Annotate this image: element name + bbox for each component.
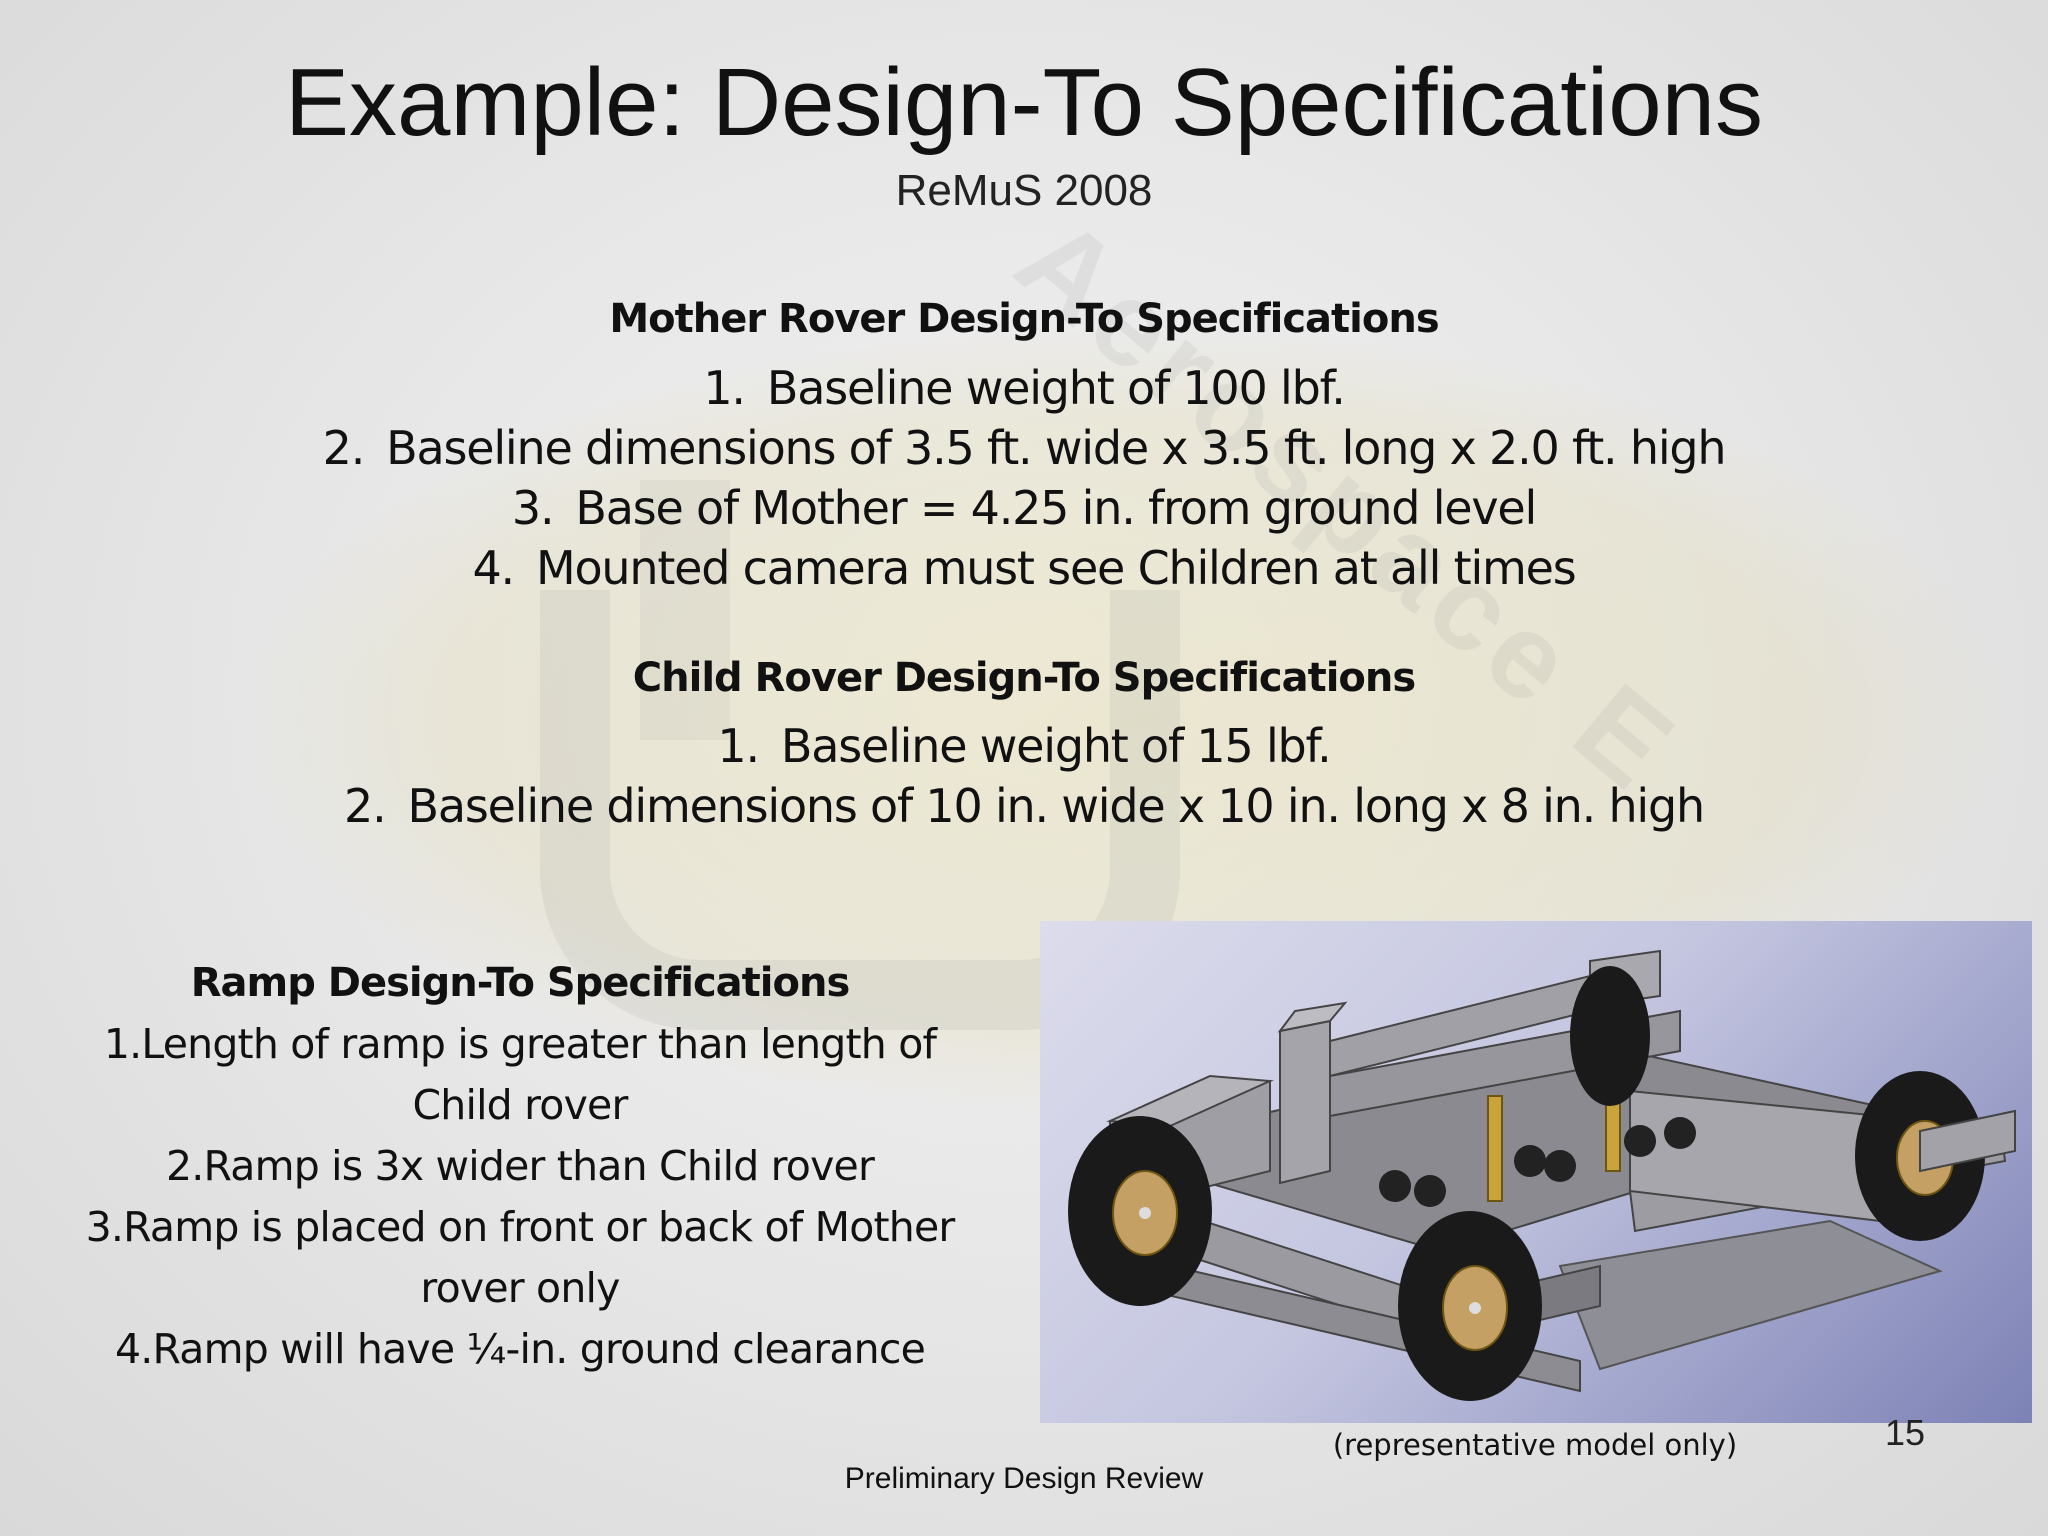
mother-rover-heading: Mother Rover Design-To Specifications (609, 296, 1439, 342)
model-caption: (representative model only) (1332, 1428, 1738, 1462)
child-post (1487, 1095, 1503, 1202)
list-item: Child rover (412, 1081, 628, 1129)
child-wheel (1624, 1125, 1656, 1157)
list-item: 2.Ramp is 3x wider than Child rover (165, 1142, 875, 1190)
rover-cad-drawing (1068, 949, 2016, 1401)
list-item: 2.Baseline dimensions of 3.5 ft. wide x … (322, 421, 1727, 475)
child-wheel (1514, 1145, 1546, 1177)
list-item: 1.Length of ramp is greater than length … (103, 1020, 937, 1068)
list-item: 3.Base of Mother = 4.25 in. from ground … (511, 481, 1537, 535)
ramp-spec-list: 1.Length of ramp is greater than length … (30, 1014, 1010, 1380)
list-item: 2.Baseline dimensions of 10 in. wide x 1… (344, 779, 1705, 833)
child-rover-spec-list: 1.Baseline weight of 15 lbf. 2.Baseline … (0, 716, 2048, 836)
child-wheel (1664, 1117, 1696, 1149)
list-item: 4.Ramp will have ¼-in. ground clearance (114, 1325, 926, 1373)
slide-title: Example: Design-To Specifications (284, 49, 1763, 156)
child-wheel (1544, 1150, 1576, 1182)
ramp-plate (1558, 1219, 1943, 1371)
list-item: 1.Baseline weight of 15 lbf. (717, 719, 1331, 773)
child-wheel (1379, 1170, 1411, 1202)
child-rover-heading: Child Rover Design-To Specifications (632, 655, 1416, 701)
slide-subtitle: ReMuS 2008 (895, 166, 1153, 215)
mother-rover-spec-list: 1.Baseline weight of 100 lbf. 2.Baseline… (0, 358, 2048, 598)
camera-tower (1279, 1019, 1331, 1185)
child-wheel (1414, 1175, 1446, 1207)
list-item: 4.Mounted camera must see Children at al… (472, 541, 1576, 595)
list-item: 3.Ramp is placed on front or back of Mot… (85, 1203, 956, 1251)
list-item: 1.Baseline weight of 100 lbf. (703, 361, 1345, 415)
footer-text: Preliminary Design Review (844, 1462, 1204, 1495)
rover-cad-model-image (1040, 921, 2032, 1423)
wheel-rear-left (1570, 966, 1650, 1106)
page-number: 15 (1884, 1412, 1926, 1453)
list-item: rover only (420, 1264, 620, 1312)
ramp-heading: Ramp Design-To Specifications (190, 960, 851, 1006)
